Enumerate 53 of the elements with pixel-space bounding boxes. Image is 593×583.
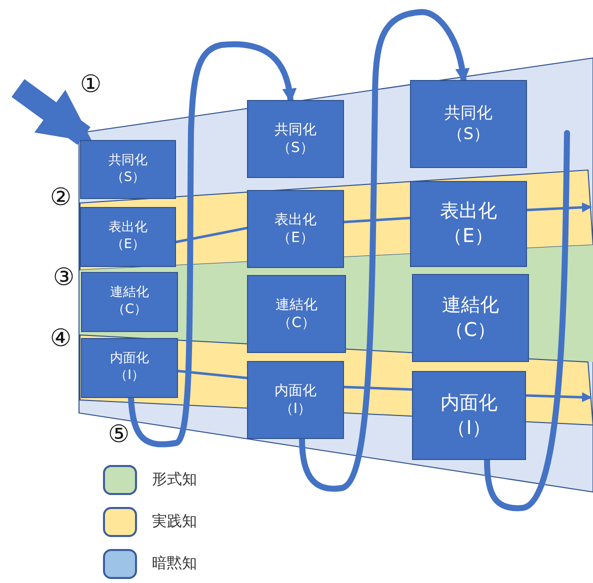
connector-line (342, 386, 414, 391)
process-box (81, 338, 178, 398)
box-label: （I） (279, 400, 312, 418)
process-box (247, 361, 344, 439)
step-number: ② (50, 185, 72, 209)
arrow (524, 392, 592, 402)
arrow (526, 202, 592, 212)
step-number: ① (80, 72, 102, 96)
arrow (12, 79, 93, 145)
process-box (80, 207, 176, 267)
process-box (247, 100, 344, 178)
box-label: 連結化 (110, 285, 149, 302)
process-box (412, 274, 529, 362)
box-label: （C） (444, 318, 496, 343)
connector-line (176, 370, 248, 380)
process-box (410, 181, 527, 267)
legend-label: 暗黙知 (152, 554, 197, 573)
step-number: ④ (50, 326, 72, 350)
box-label: （E） (443, 224, 494, 249)
box-label: （S） (110, 170, 146, 186)
box-label: （S） (277, 139, 314, 158)
process-box (80, 140, 176, 199)
process-box (247, 275, 346, 353)
connector-line (342, 216, 412, 224)
arrow (299, 9, 470, 492)
box-label: 共同化 (274, 120, 316, 139)
box-label: （E） (277, 229, 314, 248)
box-label: （E） (110, 237, 146, 254)
box-label: 共同化 (444, 103, 492, 124)
arrow (128, 41, 296, 448)
process-box (81, 272, 178, 332)
step-number: ③ (53, 265, 75, 289)
box-label: （S） (447, 124, 490, 145)
box-label: 表出化 (108, 220, 148, 237)
box-label: （I） (447, 416, 491, 440)
legend-label: 形式知 (152, 470, 197, 489)
connector-line (174, 226, 248, 244)
box-label: 連結化 (442, 293, 499, 318)
legend-label: 実践知 (152, 512, 197, 531)
box-label: （I） (114, 368, 144, 385)
box-label: 共同化 (108, 152, 148, 170)
box-label: 連結化 (276, 296, 318, 314)
box-label: 内面化 (110, 351, 149, 368)
process-box (247, 190, 344, 268)
box-label: （C） (278, 314, 316, 332)
step-number: ⑤ (108, 422, 130, 446)
box-label: 内面化 (440, 390, 498, 416)
process-box (412, 371, 526, 460)
process-box (410, 80, 527, 168)
box-label: 表出化 (440, 199, 497, 224)
box-label: 表出化 (274, 210, 316, 229)
box-label: 内面化 (274, 382, 316, 400)
box-label: （C） (112, 302, 148, 319)
